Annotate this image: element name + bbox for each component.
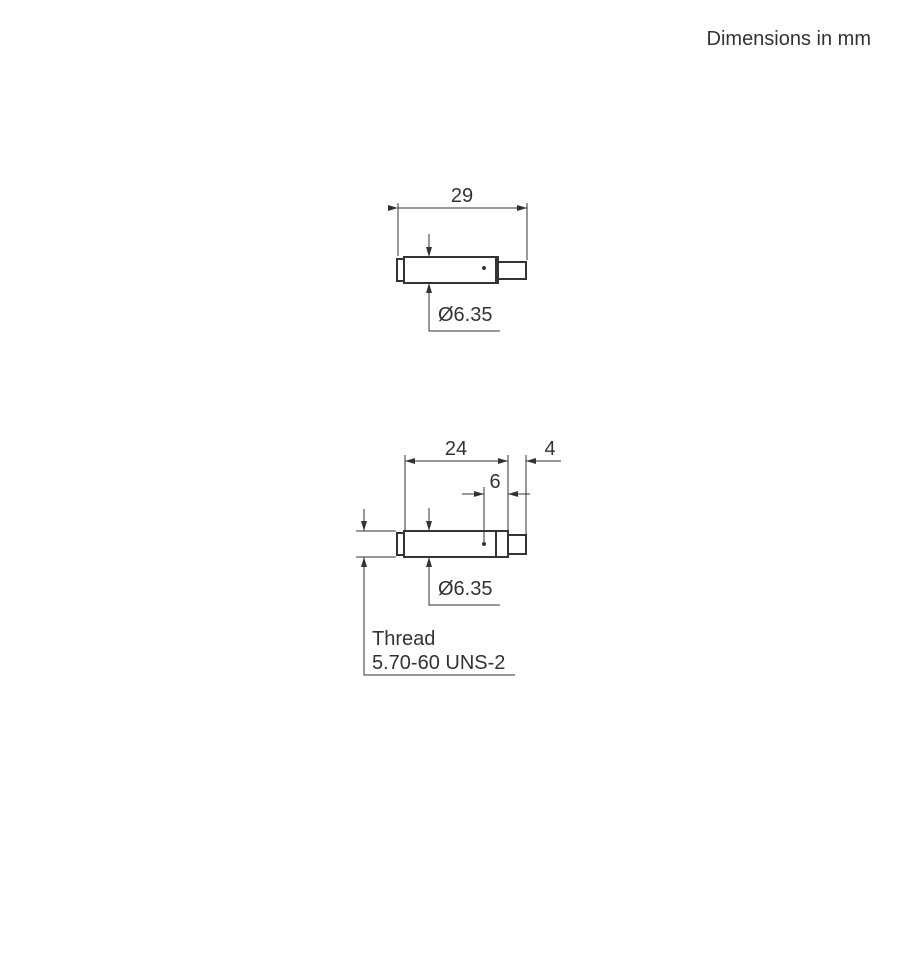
step-length-label: 4 — [544, 438, 555, 460]
thread-label: Thread — [372, 628, 435, 650]
units-note: Dimensions in mm — [706, 28, 871, 50]
length-label-24: 24 — [445, 438, 467, 460]
diameter-label-bottom: Ø6.35 — [438, 578, 492, 600]
thread-spec: 5.70-60 UNS-2 — [372, 652, 505, 674]
diameter-label-top: Ø6.35 — [438, 304, 492, 326]
sensor-top-view — [388, 203, 528, 332]
sensor-bottom-view — [356, 455, 561, 676]
dot-offset-label: 6 — [489, 471, 500, 493]
length-label-29: 29 — [451, 185, 473, 207]
